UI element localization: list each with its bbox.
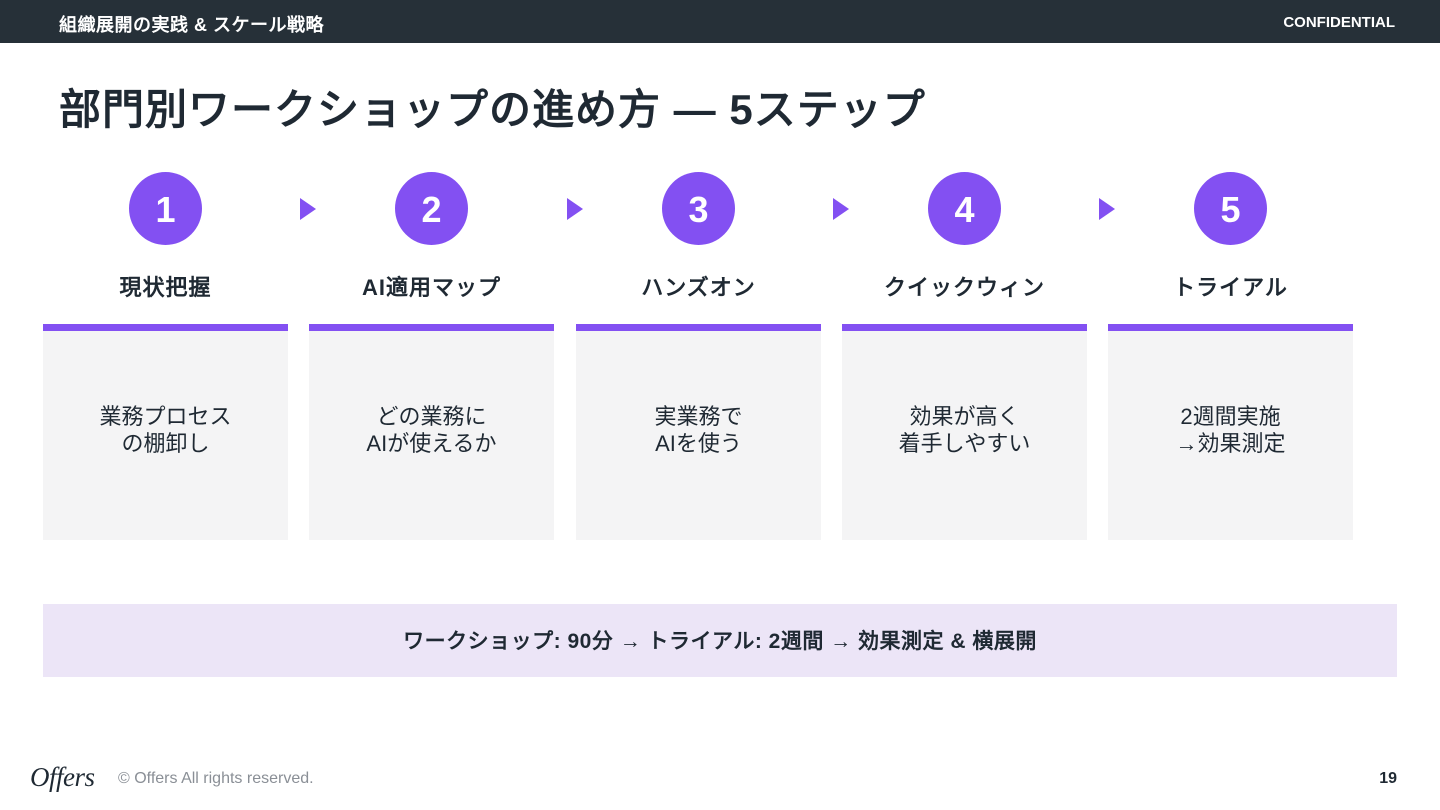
- arrow-right-icon: [300, 198, 316, 220]
- step-accent-bar: [576, 324, 821, 331]
- step-description-line: 2週間実施: [1180, 404, 1281, 429]
- page-title: 部門別ワークショップの進め方 — 5ステップ: [59, 86, 926, 133]
- step-description-line: 業務プロセス: [99, 404, 232, 429]
- step-title: AI適用マップ: [361, 275, 501, 300]
- step-title: トライアル: [1173, 275, 1288, 300]
- step-accent-bar: [1108, 324, 1353, 331]
- step-number-circle: 2: [395, 172, 468, 245]
- step-description-line: AIが使えるか: [366, 431, 497, 456]
- step-description: 効果が高く 着手しやすい: [842, 403, 1087, 457]
- step-number-circle: 3: [662, 172, 735, 245]
- step-card: [576, 331, 821, 540]
- step-card: [43, 331, 288, 540]
- step-number-circle: 4: [928, 172, 1001, 245]
- step-description: どの業務に AIが使えるか: [309, 403, 554, 457]
- header-bar: 組織展開の実践 & スケール戦略 CONFIDENTIAL: [0, 0, 1440, 43]
- step-accent-bar: [309, 324, 554, 331]
- offers-logo: Offers: [30, 762, 95, 792]
- step-5: 5 トライアル 2週間実施 →効果測定: [1108, 172, 1353, 540]
- step-title: ハンズオン: [641, 275, 756, 300]
- step-4: 4 クイックウィン 効果が高く 着手しやすい: [842, 172, 1087, 540]
- copyright-text: © Offers All rights reserved.: [118, 770, 314, 787]
- confidential-label: CONFIDENTIAL: [1283, 14, 1395, 31]
- step-number-circle: 5: [1194, 172, 1267, 245]
- step-2: 2 AI適用マップ どの業務に AIが使えるか: [309, 172, 554, 540]
- step-description-line: どの業務に: [376, 404, 487, 429]
- flow-summary-text: ワークショップ: 90分 → トライアル: 2週間 → 効果測定 & 横展開: [403, 630, 1037, 653]
- step-description-line: AIを使う: [655, 431, 742, 456]
- step-description: 業務プロセス の棚卸し: [43, 403, 288, 457]
- step-description-line: 効果が高く: [909, 404, 1020, 429]
- step-card: [1108, 331, 1353, 540]
- step-card: [309, 331, 554, 540]
- arrow-right-icon: [567, 198, 583, 220]
- page-number: 19: [1379, 770, 1397, 787]
- step-title: クイックウィン: [883, 275, 1045, 300]
- flow-summary-banner: ワークショップ: 90分 → トライアル: 2週間 → 効果測定 & 横展開: [43, 604, 1397, 677]
- step-1: 1 現状把握 業務プロセス の棚卸し: [43, 172, 288, 540]
- step-description-line: 実業務で: [654, 404, 743, 429]
- arrow-right-icon: [833, 198, 849, 220]
- arrow-right-icon: [1099, 198, 1115, 220]
- step-description-line: →効果測定: [1175, 431, 1286, 456]
- step-accent-bar: [43, 324, 288, 331]
- step-number-circle: 1: [129, 172, 202, 245]
- step-3: 3 ハンズオン 実業務で AIを使う: [576, 172, 821, 540]
- step-title: 現状把握: [119, 275, 212, 300]
- step-accent-bar: [842, 324, 1087, 331]
- step-description-line: 着手しやすい: [898, 431, 1031, 456]
- step-description: 実業務で AIを使う: [576, 403, 821, 457]
- step-description-line: の棚卸し: [121, 431, 210, 456]
- step-card: [842, 331, 1087, 540]
- section-title: 組織展開の実践 & スケール戦略: [59, 15, 324, 35]
- step-description: 2週間実施 →効果測定: [1108, 403, 1353, 457]
